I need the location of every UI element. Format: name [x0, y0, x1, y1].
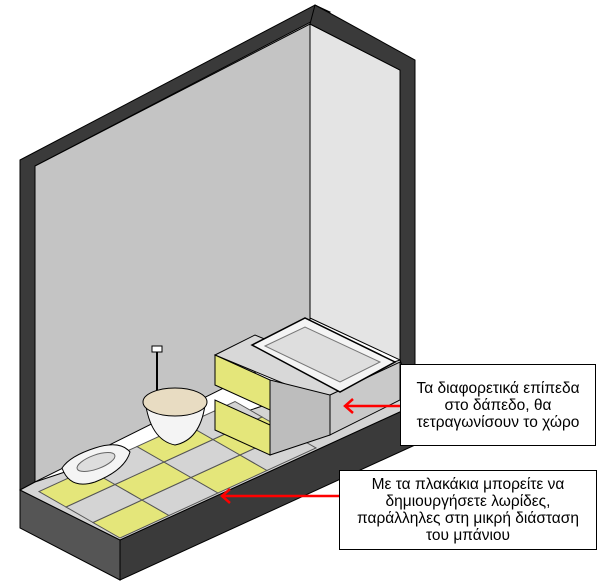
bathtub-inner [263, 326, 382, 383]
arrow-levels [343, 398, 400, 414]
callout-floor-levels: Τα διαφορετικά επίπεδα στο δάπεδο, θα τε… [400, 364, 596, 446]
callout-tile-strips: Με τα πλακάκια μπορείτε να δημιουργήσετε… [339, 470, 597, 550]
flush-button [151, 345, 163, 353]
side-wall [309, 23, 401, 361]
arrow-tiles [220, 488, 339, 504]
sink-basin [76, 452, 116, 472]
toilet-seat [142, 387, 208, 417]
